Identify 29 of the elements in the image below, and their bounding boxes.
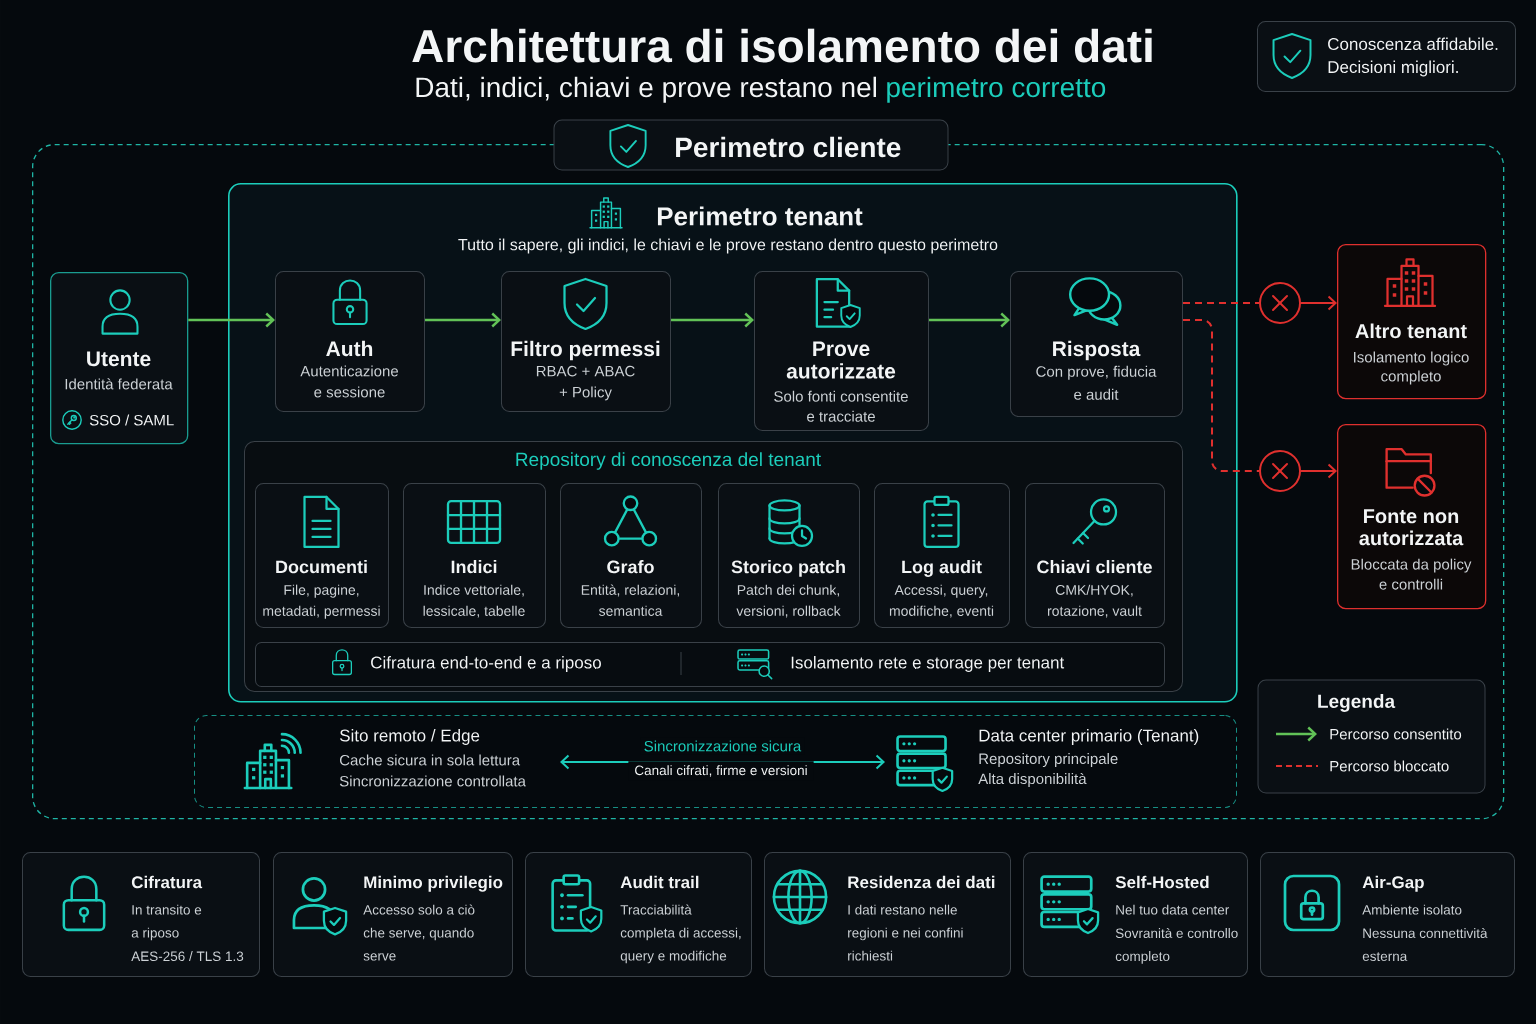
blocked-box: Altro tenant Isolamento logico completo: [1337, 244, 1487, 400]
body-text: Alta disponibilità: [978, 772, 1087, 788]
feature-card: Residenza dei dati I dati restano nelle regioni e nei confini richiesti: [764, 852, 1011, 977]
heading: Data center primario (Tenant): [979, 729, 1199, 745]
tagline-box: Conoscenza affidabile. Decisioni migliori.: [1257, 21, 1516, 92]
blocked-icon: [1259, 282, 1301, 324]
body-text: Sincronizzazione controllata: [339, 775, 526, 787]
blocked-icon: [1259, 450, 1301, 492]
feature-card: Cifratura In transito e a riposo AES-256 / TLS 1.3: [22, 852, 260, 977]
heading: Sito remoto / Edge: [340, 729, 480, 745]
body-text: Cache sicura in sola lettura: [340, 754, 521, 766]
feature-card: Self-Hosted Nel tuo data center Sovranità e controllo completo: [1023, 852, 1248, 977]
legend-text: Percorso bloccato: [1330, 760, 1449, 772]
user-box: Utente Identità federata SSO / SAML: [50, 272, 189, 445]
body-text: Repository principale: [979, 753, 1118, 767]
arrow: [1300, 295, 1337, 311]
heading-tab: Perimetro cliente: [553, 119, 949, 171]
blocked-box: Fonte non autorizzata Bloccata da policy e controlli: [1337, 424, 1487, 610]
feature-card: Audit trail Tracciabilità completa di accessi, query e modifiche: [525, 852, 752, 977]
legend-text: Percorso consentito: [1330, 728, 1462, 740]
arrow: [1300, 463, 1337, 479]
highlight-text: perimetro corretto: [887, 76, 1106, 103]
feature-card: Minimo privilegio Accesso solo a ciò che serve, quando serve: [273, 852, 513, 977]
subtitle: Dati, indici, chiavi e prove restano nel: [416, 76, 876, 103]
dashed-panel: [194, 715, 1237, 808]
edge-note: Canali cifrati, firme e versioni: [628, 761, 814, 781]
title: Architettura di isolamento dei dati: [412, 28, 1152, 63]
feature-card: Air-Gap Ambiente isolato Nessuna connettività esterna: [1260, 852, 1515, 977]
edge-label: Sincronizzazione sicura: [640, 737, 805, 755]
